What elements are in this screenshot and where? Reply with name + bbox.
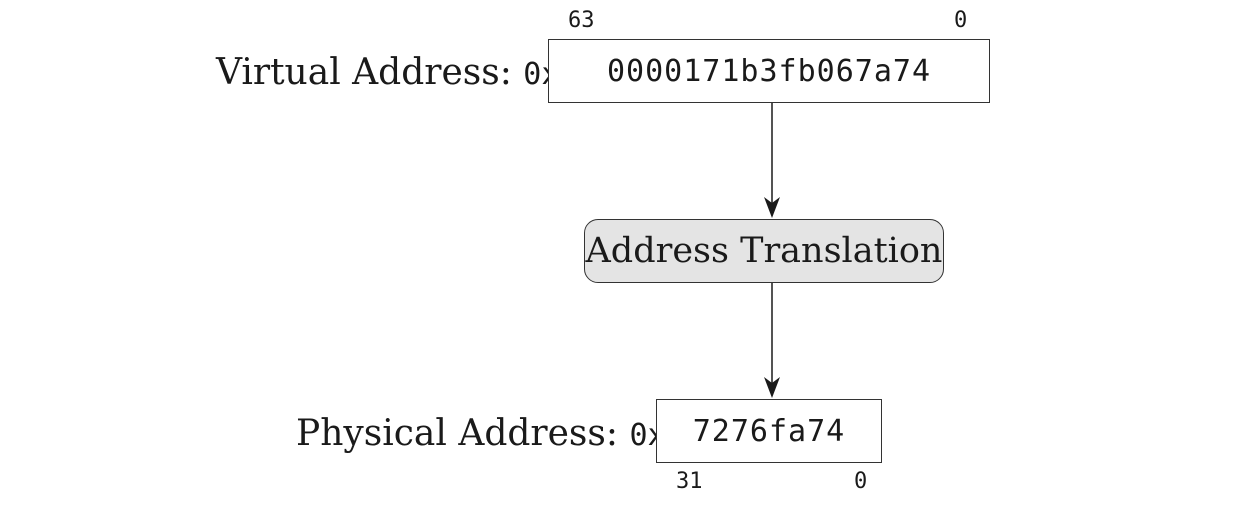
address-translation-label: Address Translation [585, 231, 943, 271]
virtual-address-label-text: Virtual Address: [216, 52, 512, 93]
physical-bit-high: 31 [676, 469, 703, 494]
virtual-bit-low: 0 [954, 8, 968, 33]
physical-address-label-text: Physical Address: [296, 413, 618, 454]
physical-address-box: 7276fa74 [656, 399, 882, 463]
virtual-address-box: 0000171b3fb067a74 [548, 39, 990, 103]
arrow-translation-to-physical [764, 283, 780, 398]
address-translation-box: Address Translation [584, 219, 944, 283]
physical-address-value: 7276fa74 [692, 413, 846, 449]
virtual-bit-high: 63 [568, 8, 595, 33]
physical-address-label: Physical Address: 0x [296, 416, 666, 452]
virtual-address-value: 0000171b3fb067a74 [606, 53, 932, 89]
virtual-address-label: Virtual Address: 0x [216, 55, 559, 91]
physical-bit-low: 0 [854, 469, 868, 494]
arrow-virtual-to-translation [764, 103, 780, 218]
